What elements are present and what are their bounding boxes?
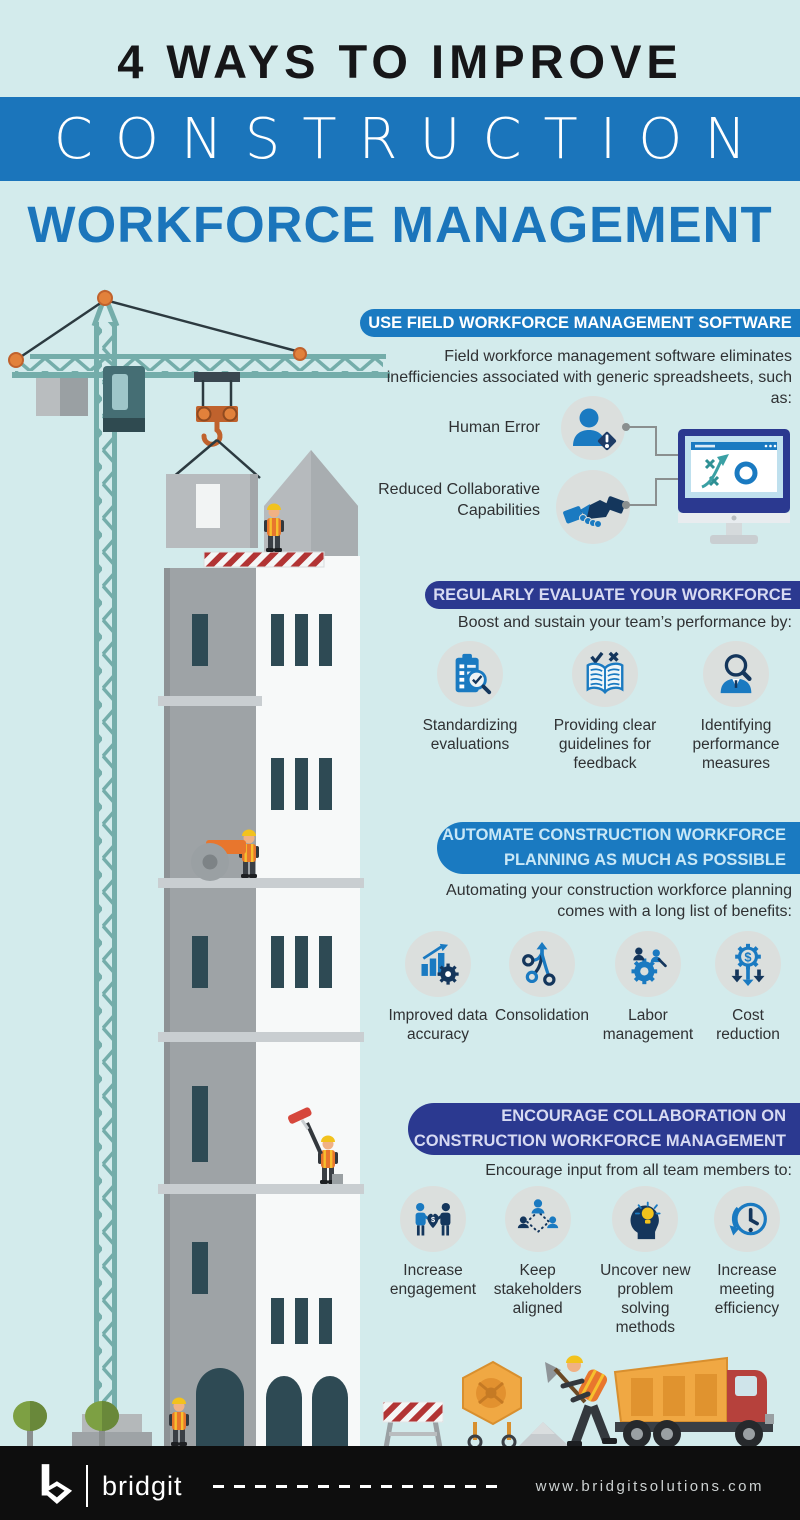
benefit-label: Cost reduction xyxy=(716,1007,780,1043)
benefit-label: Uncover new problem solving methods xyxy=(600,1262,691,1336)
section-title-automate: AUTOMATE CONSTRUCTION WORKFORCE PLANNING… xyxy=(437,822,800,874)
benefit-label: Standardizing evaluations xyxy=(422,717,518,753)
crane-building-illustration xyxy=(8,289,390,1448)
benefit-label: Identifying performance measures xyxy=(692,717,780,772)
svg-text:$: $ xyxy=(431,1215,435,1224)
page-subtitle: WORKFORCE MANAGEMENT xyxy=(27,195,773,253)
dump-truck xyxy=(613,1356,774,1448)
benefit-item: Increase meeting efficiency xyxy=(701,1186,793,1337)
shoveling-worker xyxy=(545,1355,617,1447)
benefit-item: Standardizing evaluations xyxy=(408,641,532,773)
tower-crane xyxy=(8,289,390,1448)
bridgit-logo-icon xyxy=(41,1464,73,1505)
section-intro-collaboration: Encourage input from all team members to… xyxy=(485,1162,792,1179)
construction-workers xyxy=(169,503,343,1446)
merge-arrows-icon xyxy=(509,931,575,997)
dollar-gear-arrows-icon: $ xyxy=(715,931,781,997)
building xyxy=(158,450,364,1448)
svg-text:$: $ xyxy=(744,949,751,964)
benefit-item: Providing clear guidelines for feedback xyxy=(537,641,673,773)
striped-safety-beam xyxy=(203,551,325,568)
item-label-human-error: Human Error xyxy=(448,419,540,436)
title-banner: CONSTRUCTION xyxy=(0,97,800,181)
team-engagement-icon: $ xyxy=(400,1186,466,1252)
collaboration-benefits-grid: $ Increase engagement Keep stakeholders … xyxy=(383,1186,793,1337)
benefit-item: Labor management xyxy=(596,931,700,1044)
road-barrier xyxy=(382,1401,444,1449)
software-monitor-illustration xyxy=(622,423,790,544)
clock-arrow-icon xyxy=(713,1186,780,1252)
open-book-check-icon xyxy=(572,641,638,707)
person-magnifier-icon xyxy=(703,641,769,707)
benefit-label: Consolidation xyxy=(495,1007,589,1024)
benefit-label: Increase meeting efficiency xyxy=(714,1262,780,1317)
page-title: 4 WAYS TO IMPROVE xyxy=(117,34,683,88)
benefit-item: $ Cost reduction xyxy=(702,931,794,1044)
person-warning-icon xyxy=(561,396,625,460)
cement-mixer xyxy=(462,1360,571,1450)
section-title-evaluate: REGULARLY EVALUATE YOUR WORKFORCE xyxy=(425,581,800,609)
benefit-item: Identifying performance measures xyxy=(678,641,794,773)
automate-benefits-grid: Improved data accuracy Consolidation xyxy=(388,931,794,1044)
evaluate-benefits-grid: Standardizing evaluations Providin xyxy=(408,641,794,773)
benefit-item: Keep stakeholders aligned xyxy=(486,1186,590,1337)
brand-name: bridgit xyxy=(102,1470,183,1501)
crane-base-and-trees xyxy=(13,1401,152,1448)
footer-row: bridgit www.bridgitsolutions.com xyxy=(0,1456,800,1516)
section-title-collaboration: ENCOURAGE COLLABORATION ON CONSTRUCTION … xyxy=(408,1103,800,1155)
benefit-item: $ Increase engagement xyxy=(383,1186,483,1337)
section-title-software: USE FIELD WORKFORCE MANAGEMENT SOFTWARE xyxy=(360,309,800,337)
clipboard-magnifier-icon xyxy=(437,641,503,707)
bar-chart-gear-icon xyxy=(405,931,471,997)
handshake-icon xyxy=(556,470,630,544)
benefit-item: Improved data accuracy xyxy=(388,931,488,1044)
stakeholders-network-icon xyxy=(504,1186,571,1252)
item-label-reduced-collaboration: Reduced Collaborative Capabilities xyxy=(378,481,540,519)
benefit-item: Consolidation xyxy=(490,931,594,1044)
footer: bridgit www.bridgitsolutions.com xyxy=(0,1446,800,1520)
benefit-label: Keep stakeholders aligned xyxy=(493,1262,582,1317)
section-intro-evaluate: Boost and sustain your team’s performanc… xyxy=(457,614,792,631)
idea-head-icon xyxy=(612,1186,679,1252)
construction-site-illustration xyxy=(382,1355,774,1450)
benefit-label: Providing clear guidelines for feedback xyxy=(553,717,657,772)
benefit-label: Increase engagement xyxy=(389,1262,477,1298)
section-intro-automate: Automating your construction workforce p… xyxy=(446,882,792,920)
section-intro-software: Field workforce management software elim… xyxy=(386,348,792,407)
workers-gear-icon xyxy=(615,931,681,997)
website-url: www.bridgitsolutions.com xyxy=(535,1477,764,1495)
benefit-label: Improved data accuracy xyxy=(388,1007,488,1043)
logo-divider xyxy=(86,1465,88,1507)
benefit-label: Labor management xyxy=(602,1007,694,1043)
benefit-item: Uncover new problem solving methods xyxy=(592,1186,698,1337)
dashed-divider xyxy=(212,1484,506,1488)
